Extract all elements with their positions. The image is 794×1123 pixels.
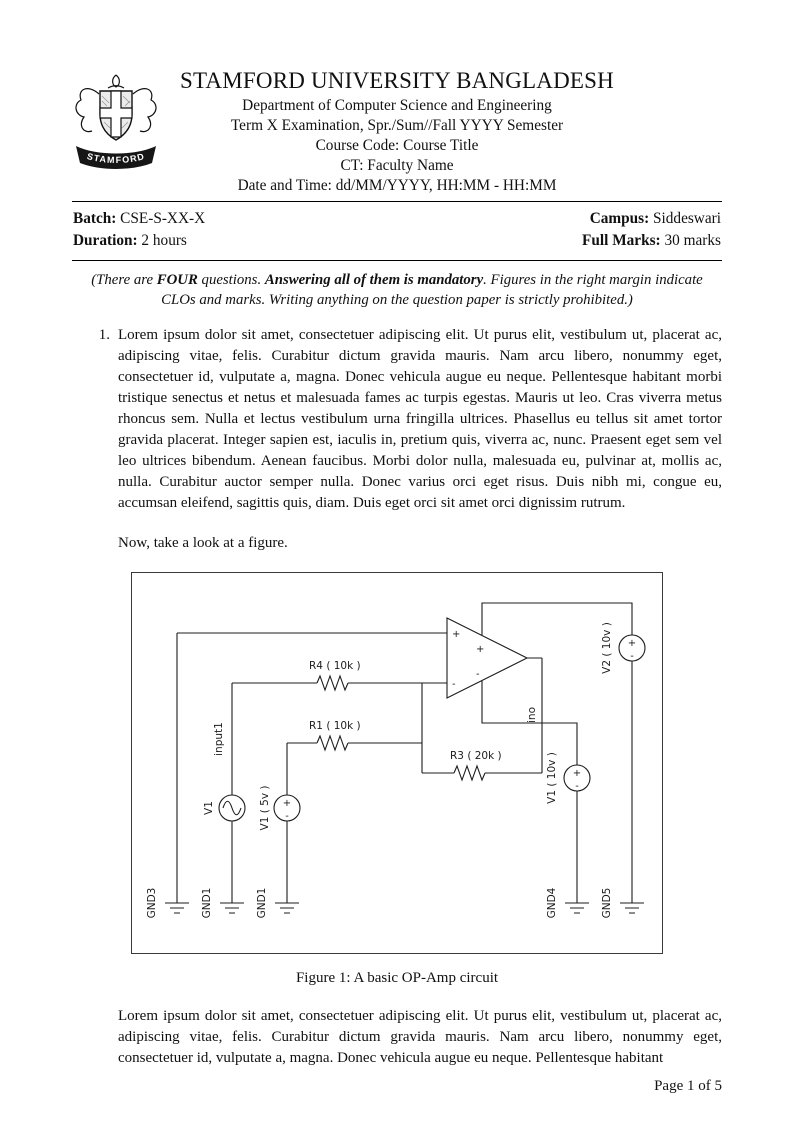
logo-banner (76, 146, 156, 169)
v2-minus-mark: - (630, 651, 634, 662)
label-v1-5v: V1 ( 5v ) (259, 786, 271, 831)
wire-top-supply (481, 602, 633, 635)
batch-value: CSE-S-XX-X (120, 210, 206, 227)
v1-5v-minus-mark: - (285, 811, 289, 822)
question-body: Lorem ipsum dolor sit amet, consectetuer… (118, 327, 722, 511)
circuit-labels: R4 ( 10k ) R1 ( 10k ) R3 ( 20k ) + - + -… (146, 622, 636, 918)
info-full-marks: Full Marks: 30 marks (582, 230, 721, 252)
info-duration: Duration: 2 hours (73, 230, 187, 252)
header: STAMFORD UNIVERSITY BANGLADESH Departmen… (72, 0, 722, 196)
v2-plus-mark: + (628, 638, 636, 649)
divider-top (72, 201, 722, 202)
label-gnd1-b: GND1 (256, 888, 268, 919)
label-gnd1-a: GND1 (201, 888, 213, 919)
info-row-1: Batch: CSE-S-XX-X Campus: Siddeswari (73, 208, 721, 230)
logo-banner-text: STAMFORD (86, 151, 145, 165)
campus-label: Campus: (589, 210, 650, 227)
v1-5v-plus-mark: + (283, 798, 291, 809)
circuit-wires (165, 602, 646, 914)
opamp-circuit-svg: R4 ( 10k ) R1 ( 10k ) R3 ( 20k ) + - + -… (146, 602, 646, 918)
label-r1: R1 ( 10k ) (309, 720, 361, 732)
logo-shield-hatching (101, 95, 131, 129)
logo-mantling (75, 74, 157, 133)
logo-crest: STAMFORD (75, 74, 157, 169)
opamp-plus-supply-mark: + (476, 644, 484, 655)
label-r4: R4 ( 10k ) (309, 660, 361, 672)
page-title: STAMFORD UNIVERSITY BANGLADESH (180, 68, 614, 93)
sine-wave-icon (222, 800, 242, 816)
instructions-text-2: questions. (197, 272, 265, 288)
resistor-r4 (316, 674, 349, 692)
divider-bottom (72, 260, 722, 261)
resistor-r1 (316, 734, 349, 752)
batch-label: Batch: (73, 210, 117, 227)
label-gnd5: GND5 (601, 888, 613, 919)
svg-text:STAMFORD: STAMFORD (86, 151, 146, 165)
closing-paragraph: Lorem ipsum dolor sit amet, consectetuer… (118, 1008, 722, 1066)
ground-gnd4-icon (565, 902, 589, 914)
ground-gnd1-a-icon (220, 902, 244, 914)
header-department: Department of Computer Science and Engin… (242, 97, 552, 114)
label-input1: input1 (213, 722, 225, 756)
info-batch: Batch: CSE-S-XX-X (73, 208, 205, 230)
label-r3: R3 ( 20k ) (450, 750, 502, 762)
opamp-plus-input-mark: + (452, 629, 460, 640)
full-marks-label: Full Marks: (582, 232, 661, 249)
resistor-r3 (453, 764, 486, 782)
label-gnd3: GND3 (146, 888, 158, 919)
page-number: Page 1 of 5 (654, 1078, 722, 1094)
instructions-text-1: (There are (91, 272, 157, 288)
info-row-2: Duration: 2 hours Full Marks: 30 marks (73, 230, 721, 252)
v1-10v-plus-mark: + (573, 768, 581, 779)
instructions-bold-2: Answering all of them is mandatory (264, 272, 484, 288)
wire-bottom-supply (481, 681, 578, 765)
figure-box: R4 ( 10k ) R1 ( 10k ) R3 ( 20k ) + - + -… (131, 572, 663, 954)
question-number: 1. (98, 327, 110, 343)
header-ct: CT: Faculty Name (340, 157, 454, 174)
label-gnd4: GND4 (546, 887, 558, 918)
label-output-net: ino (526, 707, 538, 723)
header-course: Course Code: Course Title (315, 137, 479, 154)
duration-label: Duration: (73, 232, 138, 249)
label-v2-10v: V2 ( 10v ) (601, 622, 613, 674)
question-1: 1. Lorem ipsum dolor sit amet, consectet… (93, 325, 722, 514)
figure-caption: Figure 1: A basic OP-Amp circuit (295, 970, 499, 986)
instructions-bold-1: FOUR (156, 272, 198, 288)
wire-output (527, 657, 543, 773)
ground-gnd5-icon (620, 902, 644, 914)
opamp-minus-supply-mark: - (476, 669, 480, 680)
exam-info: Batch: CSE-S-XX-X Campus: Siddeswari Dur… (72, 202, 722, 260)
label-v1: V1 (203, 801, 215, 815)
ground-gnd3-icon (165, 902, 189, 914)
info-campus: Campus: Siddeswari (590, 208, 721, 230)
duration-value: 2 hours (141, 232, 187, 249)
exam-instructions: (There are FOUR questions. Answering all… (73, 270, 721, 310)
instructions-text-3: . Figures in the right margin indicate C… (161, 272, 703, 308)
opamp-minus-input-mark: - (452, 679, 456, 690)
v1-10v-minus-mark: - (575, 781, 579, 792)
campus-value: Siddeswari (653, 210, 721, 227)
figure-intro: Now, take a look at a figure. (118, 535, 288, 551)
university-logo: STAMFORD (68, 70, 164, 181)
full-marks-value: 30 marks (664, 232, 721, 249)
header-datetime: Date and Time: dd/MM/YYYY, HH:MM - HH:MM (237, 177, 557, 194)
logo-cross (99, 90, 133, 138)
ground-gnd1-b-icon (275, 902, 299, 914)
header-term: Term X Examination, Spr./Sum//Fall YYYY … (230, 117, 564, 134)
opamp-triangle (446, 617, 529, 699)
label-v1-10v: V1 ( 10v ) (546, 752, 558, 804)
